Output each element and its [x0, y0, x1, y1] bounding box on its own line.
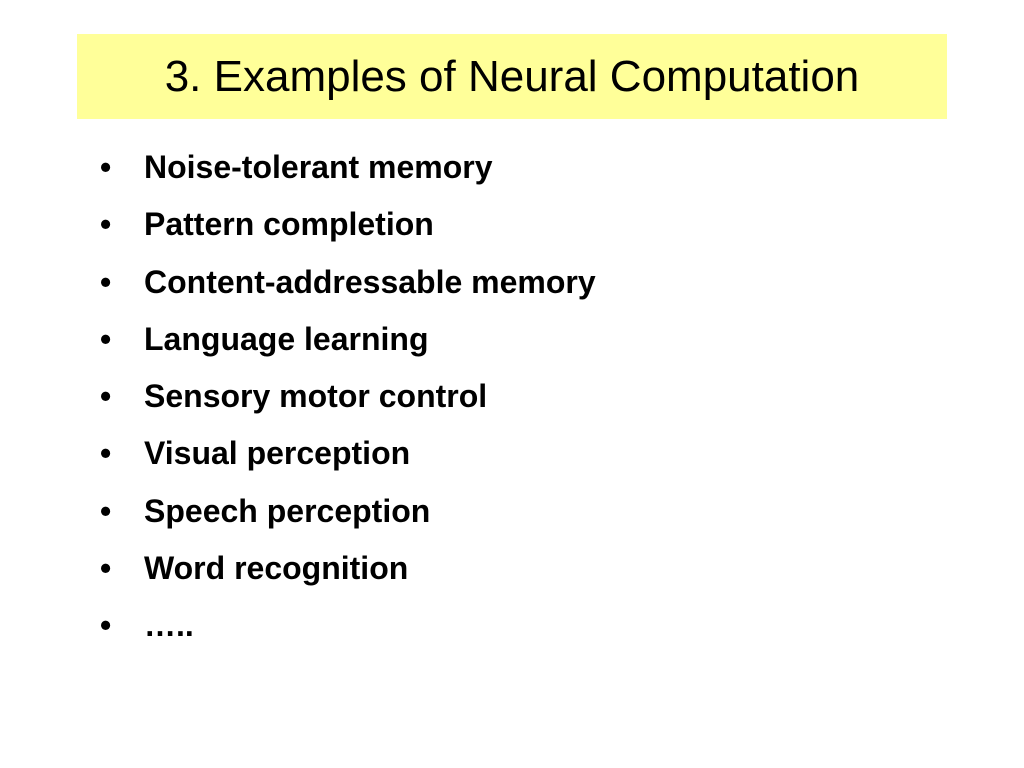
list-item: • Language learning — [100, 321, 596, 378]
list-item: • Word recognition — [100, 550, 596, 607]
list-item: • Visual perception — [100, 435, 596, 492]
bullet-icon: • — [100, 206, 112, 243]
list-item-text: Sensory motor control — [144, 378, 488, 415]
bullet-icon: • — [100, 492, 112, 529]
list-item-text: ….. — [144, 607, 194, 644]
bullet-icon: • — [100, 550, 112, 587]
bullet-list: • Noise-tolerant memory • Pattern comple… — [100, 149, 596, 665]
slide-title: 3. Examples of Neural Computation — [164, 51, 860, 101]
bullet-icon: • — [100, 607, 112, 644]
list-item: • ….. — [100, 607, 596, 664]
list-item: • Noise-tolerant memory — [100, 149, 596, 206]
list-item: • Pattern completion — [100, 206, 596, 263]
bullet-icon: • — [100, 149, 112, 185]
bullet-icon: • — [100, 378, 112, 415]
list-item-text: Content-addressable memory — [144, 263, 596, 300]
bullet-icon: • — [100, 263, 112, 300]
list-item-text: Word recognition — [144, 550, 409, 587]
list-item: • Speech perception — [100, 493, 596, 550]
list-item-text: Pattern completion — [144, 206, 434, 243]
list-item: • Sensory motor control — [100, 378, 596, 435]
bullet-icon: • — [100, 320, 112, 357]
list-item-text: Visual perception — [144, 435, 411, 472]
title-banner: 3. Examples of Neural Computation — [77, 34, 947, 119]
list-item: • Content-addressable memory — [100, 264, 596, 321]
bullet-icon: • — [100, 435, 112, 472]
list-item-text: Language learning — [144, 320, 429, 357]
list-item-text: Noise-tolerant memory — [144, 149, 493, 185]
list-item-text: Speech perception — [144, 492, 431, 529]
